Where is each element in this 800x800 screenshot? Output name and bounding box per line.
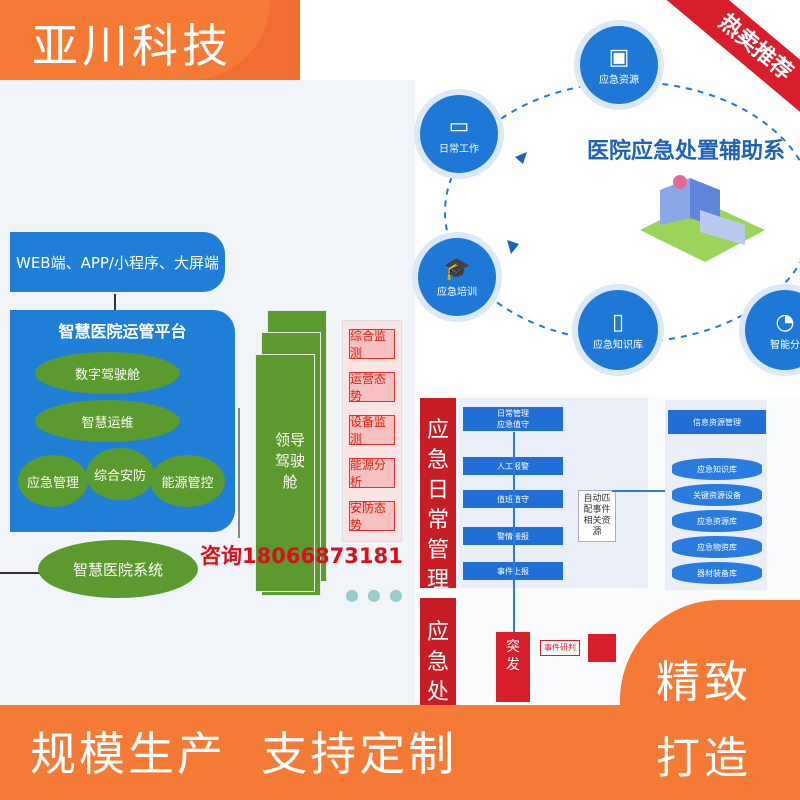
node-label: 应急培训 [437,286,477,298]
node-knowledge-base: ▯ 应急知识库 [578,290,658,370]
node-emergency-training: 🎓 应急培训 [418,238,496,316]
module-smart-ops: 智慧运维 [35,400,180,442]
node-label: 日常工作 [439,143,479,155]
monitor-item: 能源分析 [349,458,395,489]
section-daily-management: 应急日常管理 [420,398,456,593]
flow-header: 日常管理 应急值守 [463,407,563,431]
event-judgement: 事件研判 [540,640,580,656]
module-emergency: 应急管理 [18,455,88,507]
bracket-line [238,408,240,538]
brand-banner-inner [0,0,270,80]
cockpit-stack [255,310,327,596]
platform-title: 智慧医院运管平台 [58,322,187,341]
node-smart-analysis: ◔ 智能分 [745,290,800,370]
module-energy: 能源管控 [150,455,225,507]
corner-text-line2: 打造 [656,733,752,784]
slogan-text: 规模生产 支持定制 [30,727,458,781]
red-block [588,634,616,662]
box-label: 突发 [506,639,520,673]
node-label: 智能分 [770,339,800,351]
card-layer [255,354,315,592]
node-daily-work: ▭ 日常工作 [420,95,498,173]
node-label: 应急资源 [599,74,639,86]
graduation-cap-icon: 🎓 [443,256,471,282]
corner-badge [620,600,800,800]
box-icon: ▣ [608,44,630,70]
resource-item: 应急资源库 [672,510,762,532]
smart-hospital-system: 智慧医院系统 [38,540,198,598]
section-label: 应急日常管理 [427,418,450,593]
node-label: 应急知识库 [593,339,643,351]
module-security: 综合安防 [86,448,154,500]
flow-header-line: 应急值守 [497,420,529,429]
ops-platform-box: 智慧医院运管平台 数字驾驶舱 智慧运维 应急管理 综合安防 能源管控 [10,310,235,532]
corner-text-line1: 精致 [656,657,752,708]
monitor-column: 综合监测 运营态势 设备监测 能源分析 安防态势 [342,320,402,542]
monitor-item: 安防态势 [349,501,395,532]
dots-decoration: ●●● [345,585,411,604]
resource-item: 关键资源设备 [672,484,762,506]
monitor-item: 运营态势 [349,372,395,403]
resource-item: 应急知识库 [672,458,762,480]
section-label: 应急处 [427,620,450,705]
sudden-event-box: 突发 [496,632,530,702]
connector [0,572,40,574]
contact-phone: 咨询18066873181 [200,544,403,568]
module-digital-cockpit: 数字驾驶舱 [35,352,180,394]
section-emergency: 应急处 [420,598,456,708]
flow-header-line: 日常管理 [497,409,529,418]
web-app-bar: WEB端、APP/小程序、大屏端 [10,232,225,292]
monitor-icon: ▭ [448,113,470,139]
connector [114,294,116,310]
system-title: 医院应急处置辅助系 [587,139,786,164]
monitor-item: 设备监测 [349,415,395,446]
flow-line [612,490,668,492]
node-emergency-resources: ▣ 应急资源 [580,26,658,104]
resource-item: 器材装备库 [672,562,762,584]
auto-match-note: 自动匹配事件相关资源 [578,490,616,542]
hospital-building-icon [640,175,765,262]
resource-item: 应急物资库 [672,536,762,558]
brand-name: 亚川科技 [32,19,232,73]
monitor-item: 综合监测 [349,329,395,360]
bulb-icon: ◔ [775,309,795,335]
flow-line [513,432,515,632]
book-icon: ▯ [611,309,625,335]
cockpit-label: 领导驾驶舱 [275,431,306,491]
resource-header: 信息资源管理 [668,410,766,434]
